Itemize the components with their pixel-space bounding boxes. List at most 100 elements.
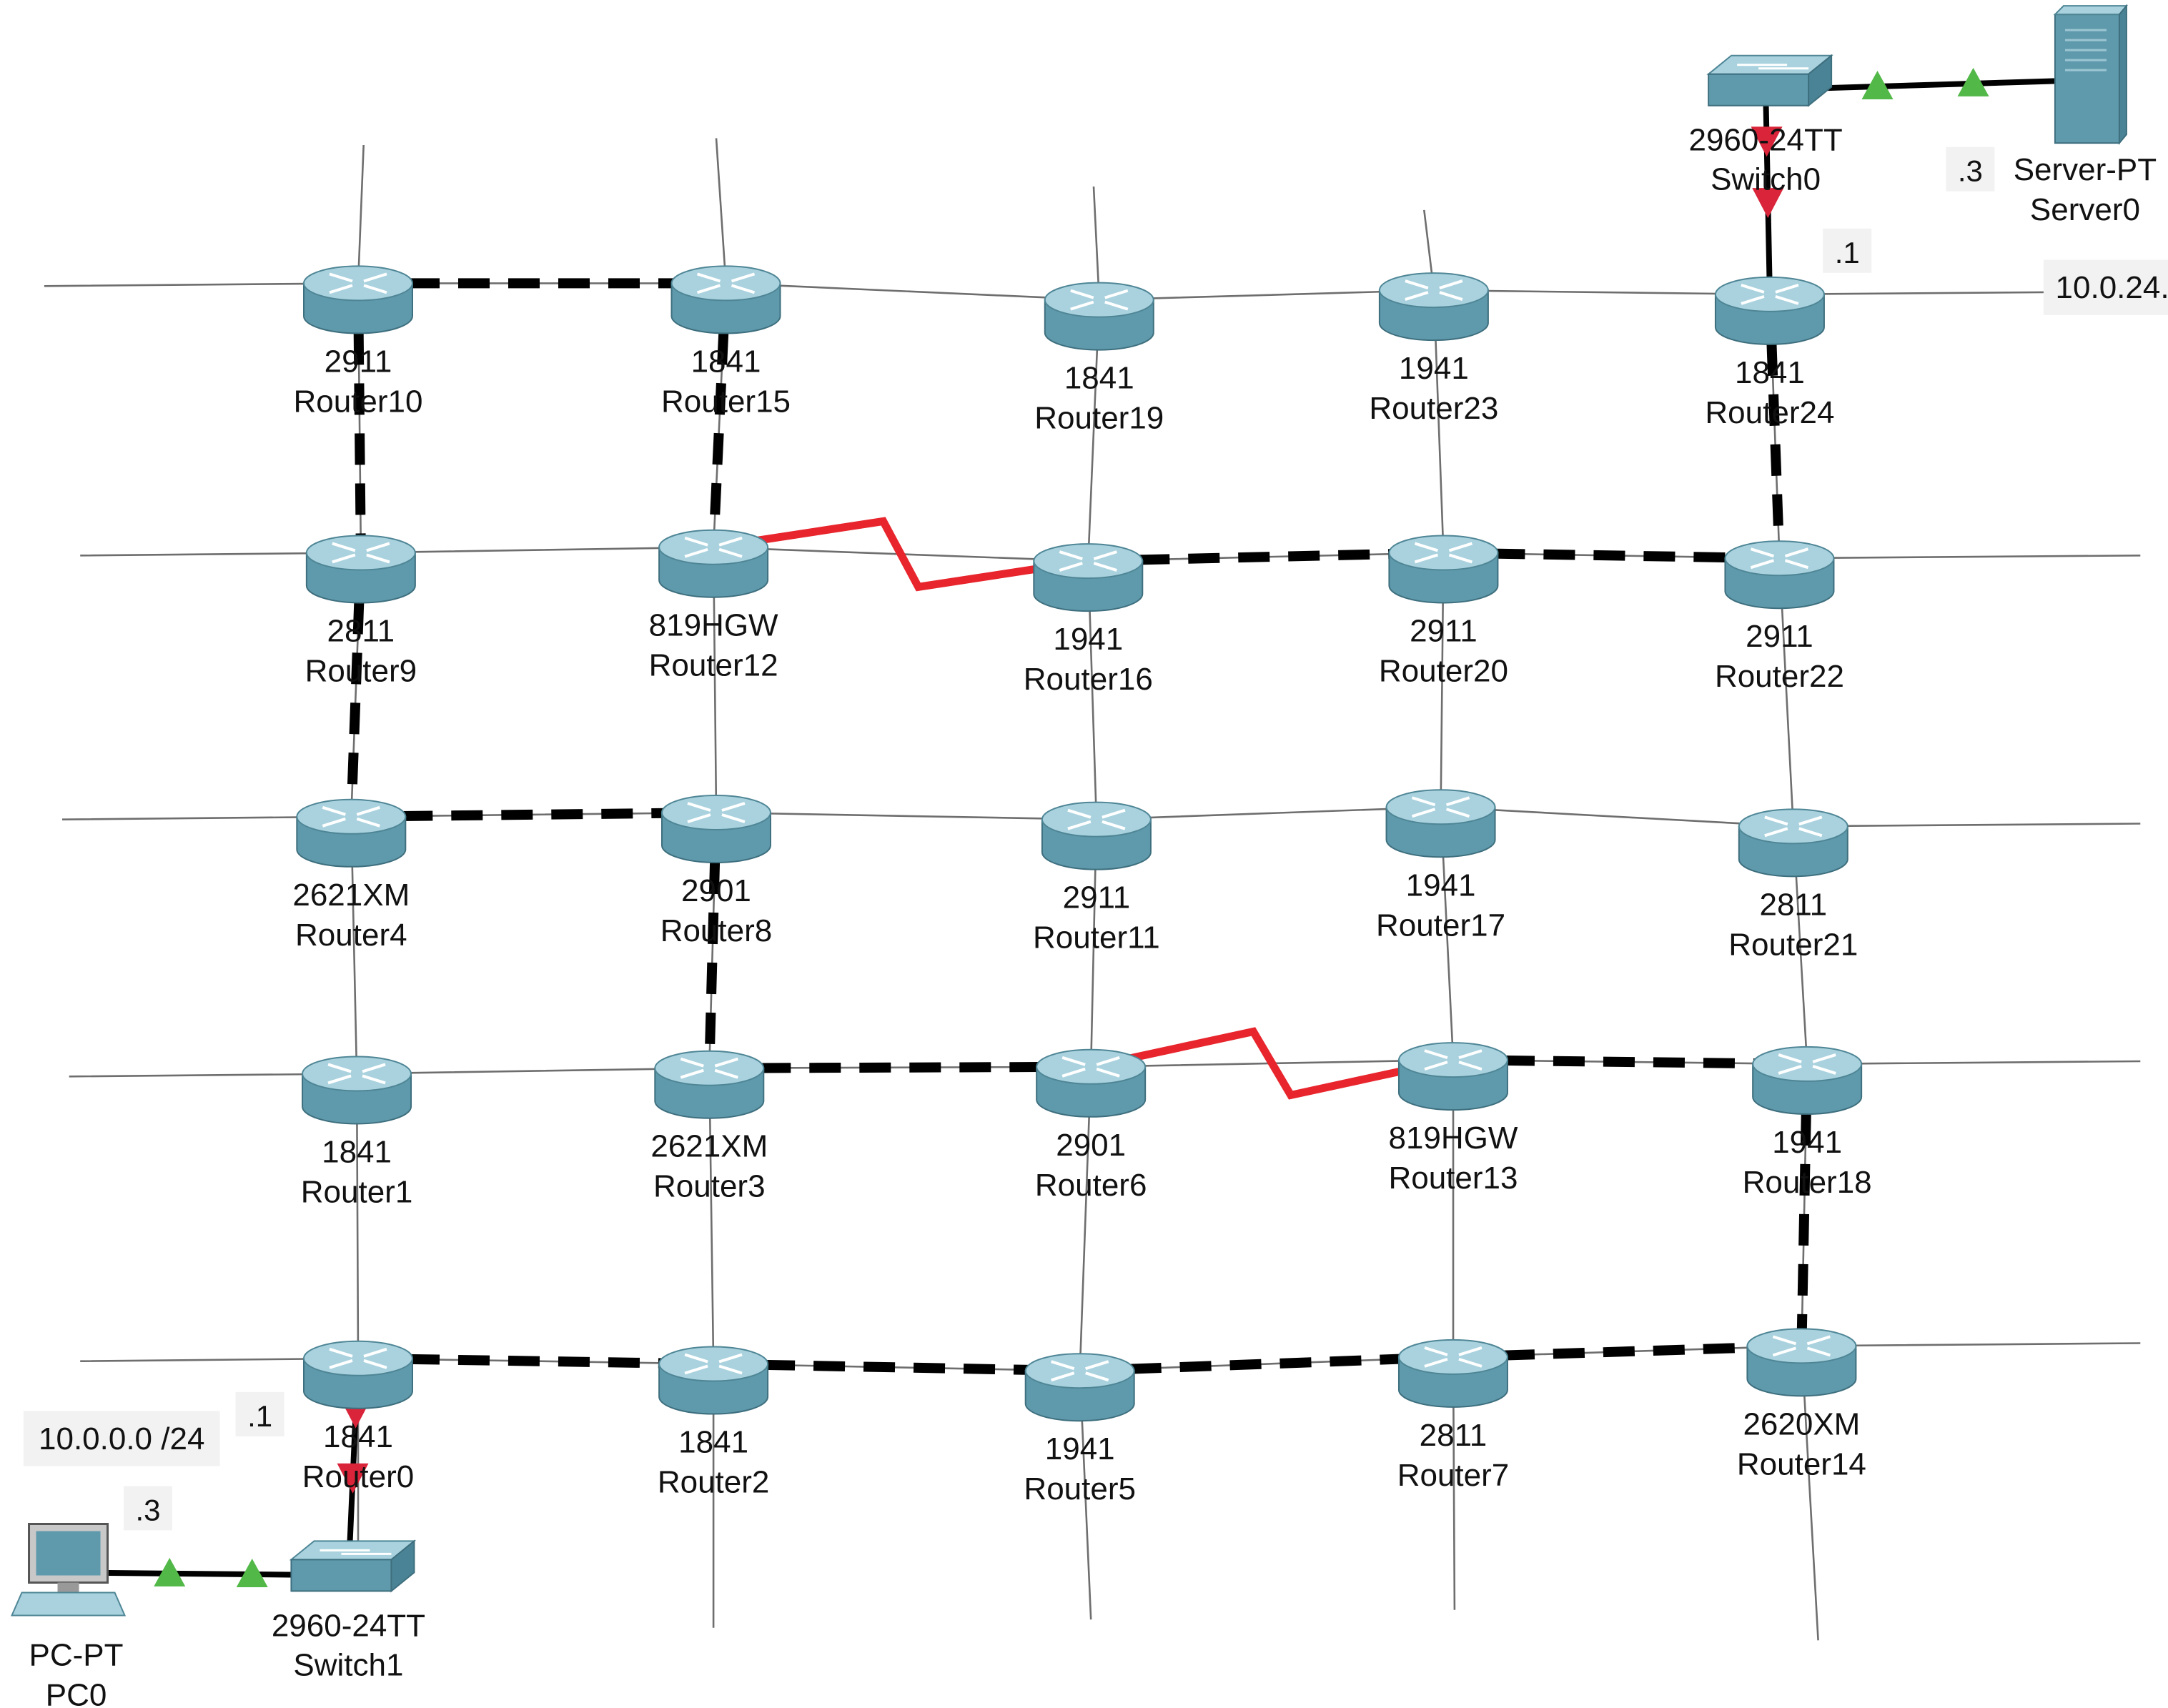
host-address-tag-box — [1823, 228, 1872, 273]
device-nodes — [10, 4, 2129, 1617]
router-name-label: Router10 — [293, 384, 422, 419]
router-model-label: 2901 — [681, 873, 751, 908]
router-name-label: Router18 — [1743, 1165, 1872, 1200]
router-name-label: Router22 — [1715, 659, 1844, 694]
router-name-label: Router9 — [305, 653, 417, 688]
router-icon-router17[interactable] — [1385, 789, 1496, 858]
router-icon-router2[interactable] — [658, 1346, 769, 1415]
link-router7-router14[interactable] — [1452, 1341, 1802, 1362]
router-icon-router9[interactable] — [305, 535, 416, 604]
router-icon-router16[interactable] — [1033, 543, 1144, 612]
router-icon-router13[interactable] — [1397, 1042, 1508, 1111]
connection-links — [73, 67, 2086, 1588]
switch-icon-switch1[interactable] — [289, 1539, 417, 1593]
router-model-label: 1841 — [1735, 355, 1805, 390]
router-model-label: 819HGW — [649, 608, 778, 643]
router-icon-router15[interactable] — [670, 265, 781, 334]
router-icon-router0[interactable] — [302, 1340, 413, 1409]
router-icon-router12[interactable] — [658, 529, 769, 598]
router-name-label: Router5 — [1024, 1471, 1136, 1506]
router-model-label: 2621XM — [292, 878, 410, 913]
router-name-label: Router2 — [658, 1465, 770, 1500]
router-name-label: Router17 — [1376, 908, 1505, 943]
pc-name-label: PC0 — [46, 1678, 107, 1708]
switch-model-label: 2960-24TT — [1688, 123, 1842, 158]
router-icon-router4[interactable] — [296, 798, 407, 868]
switch-model-label: 2960-24TT — [272, 1608, 425, 1643]
router-name-label: Router1 — [301, 1174, 413, 1209]
router-icon-router10[interactable] — [302, 265, 413, 334]
network-address-label: 10.0.0.0 /24 — [39, 1421, 204, 1456]
router-model-label: 2811 — [327, 613, 395, 648]
router-name-label: Router7 — [1397, 1458, 1510, 1493]
router-name-label: Router23 — [1369, 391, 1498, 426]
router-icon-router3[interactable] — [654, 1050, 765, 1119]
router-name-label: Router21 — [1728, 927, 1858, 962]
router-name-label: Router8 — [660, 913, 773, 948]
server-model-label: Server-PT — [2014, 152, 2157, 187]
router-icon-router18[interactable] — [1752, 1046, 1863, 1115]
link-router12-router16-serial[interactable] — [713, 517, 1089, 592]
router-model-label: 1941 — [1772, 1125, 1842, 1160]
router-icon-router22[interactable] — [1724, 540, 1835, 610]
router-name-label: Router15 — [661, 384, 791, 419]
switch-icon-switch0[interactable] — [1706, 54, 1833, 107]
link-router3-router6[interactable] — [709, 1061, 1092, 1073]
link-router5-router7[interactable] — [1079, 1351, 1454, 1376]
router-icon-router23[interactable] — [1378, 272, 1489, 342]
link-router13-router18[interactable] — [1452, 1055, 1808, 1069]
router-name-label: Router20 — [1379, 653, 1508, 688]
link-status-down-marker — [1751, 126, 1783, 157]
router-name-label: Router6 — [1035, 1168, 1147, 1203]
link-router20-router22[interactable] — [1443, 547, 1780, 564]
router-model-label: 1841 — [678, 1425, 748, 1460]
router-name-label: Router3 — [653, 1169, 766, 1204]
link-router15-router12[interactable] — [708, 283, 731, 548]
server-name-label: Server0 — [2030, 192, 2140, 227]
router-icon-router1[interactable] — [302, 1056, 412, 1125]
router-icon-router5[interactable] — [1024, 1353, 1135, 1422]
host-address-tag: .1 — [1835, 236, 1860, 269]
link-router16-router20[interactable] — [1088, 547, 1444, 567]
router-name-label: Router11 — [1033, 920, 1160, 955]
link-router24-router22[interactable] — [1764, 294, 1785, 559]
switch-name-label: Switch1 — [293, 1647, 403, 1682]
router-model-label: 1941 — [1406, 868, 1476, 903]
pc-icon[interactable] — [10, 1523, 127, 1617]
link-router0-router2[interactable] — [357, 1353, 714, 1369]
link-router8-router3[interactable] — [704, 812, 721, 1068]
router-model-label: 1941 — [1053, 622, 1123, 657]
router-icon-router19[interactable] — [1044, 282, 1154, 351]
host-address-tag-box — [235, 1391, 284, 1436]
router-icon-router6[interactable] — [1036, 1048, 1147, 1118]
router-icon-router7[interactable] — [1397, 1339, 1508, 1408]
router-icon-router21[interactable] — [1738, 808, 1848, 878]
host-address-tag: .3 — [1958, 154, 1983, 188]
link-router10-router9[interactable] — [352, 283, 366, 553]
pc-model-label: PC-PT — [29, 1638, 124, 1673]
link-router2-router5[interactable] — [713, 1359, 1080, 1376]
router-name-label: Router12 — [649, 648, 778, 683]
router-icon-router20[interactable] — [1388, 535, 1499, 604]
router-model-label: 2911 — [1746, 619, 1813, 654]
router-icon-router14[interactable] — [1746, 1328, 1857, 1397]
link-status-up-marker — [154, 1557, 186, 1587]
router-icon-router11[interactable] — [1041, 801, 1152, 870]
device-labels: 2911Router101841Router151841Router191941… — [23, 123, 2168, 1708]
link-router9-router4[interactable] — [346, 552, 366, 818]
router-model-label: 819HGW — [1388, 1121, 1518, 1156]
link-router4-router8[interactable] — [351, 807, 717, 822]
router-name-label: Router4 — [295, 918, 407, 953]
router-icon-router8[interactable] — [660, 794, 771, 863]
router-name-label: Router0 — [302, 1459, 415, 1494]
router-icon-router24[interactable] — [1714, 276, 1825, 345]
link-status-down-marker — [1752, 188, 1784, 219]
host-address-tag-box — [123, 1486, 172, 1531]
router-model-label: 2911 — [1410, 613, 1477, 648]
switch-name-label: Switch0 — [1711, 162, 1821, 197]
router-name-label: Router14 — [1737, 1446, 1866, 1481]
link-router6-router13-serial[interactable] — [1090, 1027, 1455, 1100]
server-icon[interactable] — [2053, 4, 2129, 145]
host-address-tag: .1 — [247, 1399, 272, 1433]
